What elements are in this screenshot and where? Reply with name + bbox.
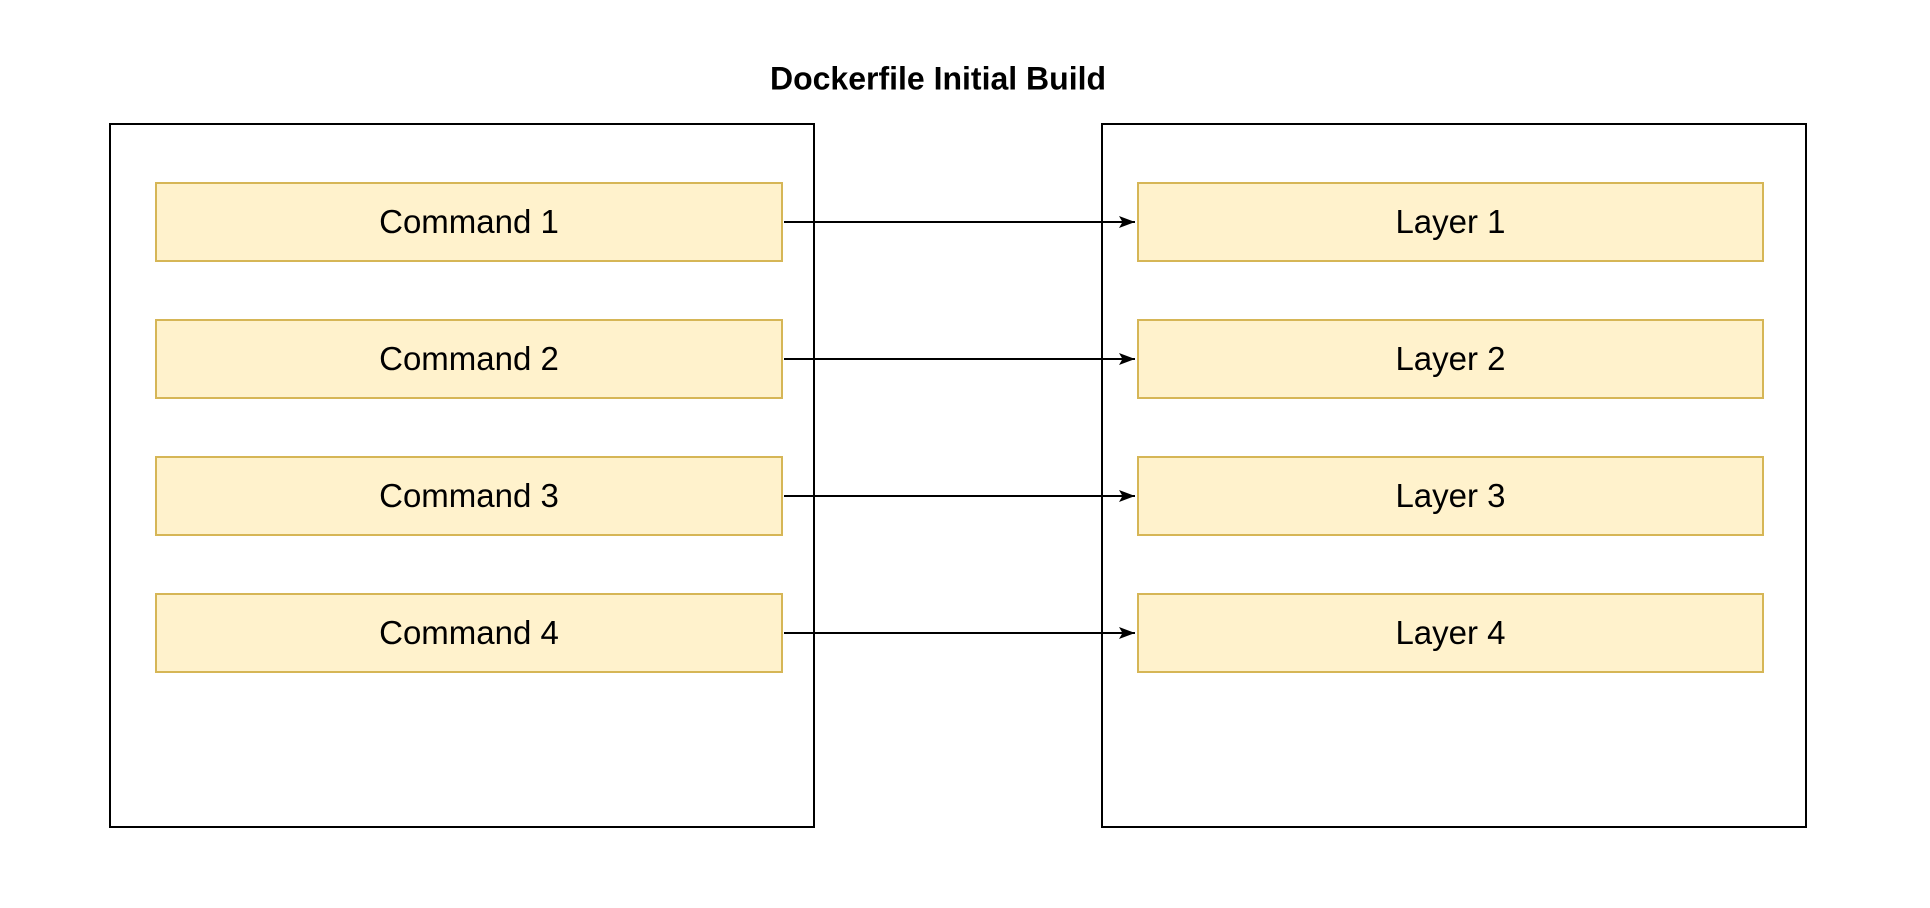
command-2-node: Command 2: [155, 319, 783, 399]
layer-1-node: Layer 1: [1137, 182, 1764, 262]
layer-4-node: Layer 4: [1137, 593, 1764, 673]
layer-3-node: Layer 3: [1137, 456, 1764, 536]
command-3-node: Command 3: [155, 456, 783, 536]
command-4-node: Command 4: [155, 593, 783, 673]
layer-2-node: Layer 2: [1137, 319, 1764, 399]
command-1-node: Command 1: [155, 182, 783, 262]
diagram-title: Dockerfile Initial Build: [769, 60, 1107, 97]
